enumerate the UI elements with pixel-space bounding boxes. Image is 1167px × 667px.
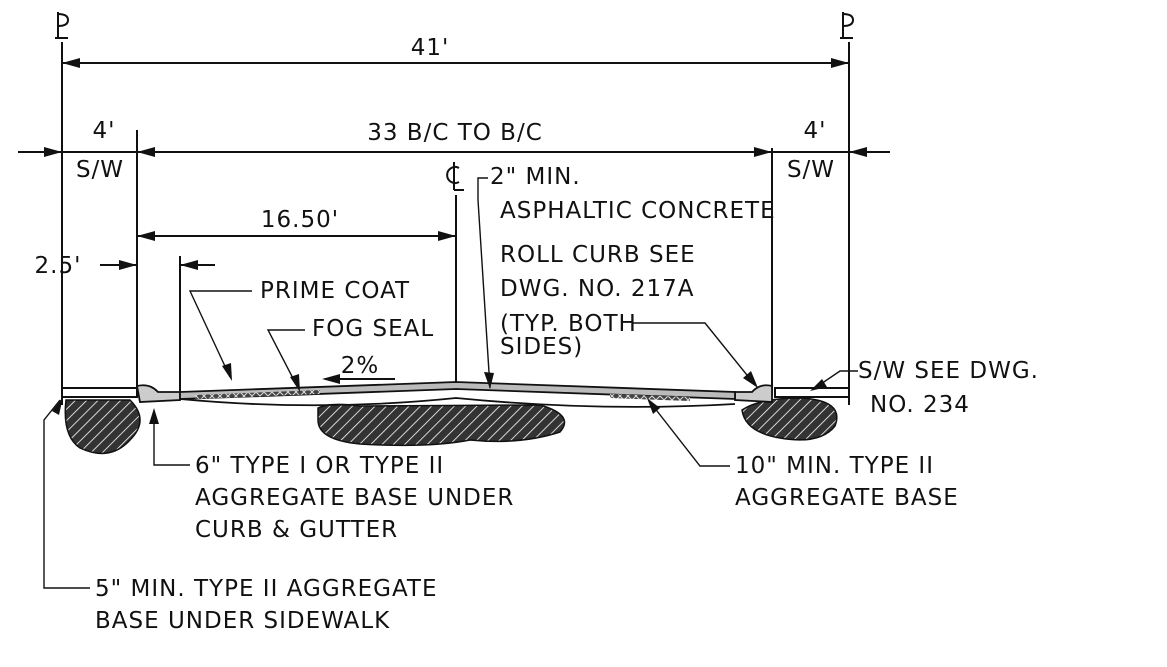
roll-curb-left xyxy=(135,384,181,403)
sidewalk-left-width-label: 4' xyxy=(93,118,116,144)
roll-curb-leader-arrow xyxy=(743,371,758,388)
overall-width-label: 41' xyxy=(411,35,450,61)
prime-coat-label: PRIME COAT xyxy=(260,278,410,304)
fog-seal-leader xyxy=(266,329,305,389)
gutter-width-label: 2.5' xyxy=(35,253,82,279)
roll-curb-right xyxy=(734,384,773,403)
road-base-label-line2: AGGREGATE BASE xyxy=(735,485,959,511)
cross-slope-label: 2% xyxy=(341,353,380,379)
roll-curb-leader xyxy=(633,322,756,386)
prime-coat-leader-arrow xyxy=(222,363,232,381)
fog-seal-strip-left xyxy=(195,390,320,399)
curb-base-leader-arrow xyxy=(149,408,159,424)
roll-curb-label-line2: DWG. NO. 217A xyxy=(500,276,695,302)
sidewalk-left-label: S/W xyxy=(76,157,124,183)
soil-center xyxy=(317,403,566,447)
sidewalk-left-slab xyxy=(61,387,138,398)
sidewalk-right-slab xyxy=(774,387,850,398)
cross-slope-arrow: 2% xyxy=(322,353,395,384)
fog-seal-leader-arrow xyxy=(290,374,300,392)
roll-curb-label-line3: (TYP. BOTH xyxy=(500,311,637,337)
back-of-curb-label: 33 B/C TO B/C xyxy=(367,120,543,146)
curb-base-leader xyxy=(153,412,190,466)
half-width-dimension: 16.50' xyxy=(137,207,456,241)
asphalt-label-line1: 2" MIN. xyxy=(490,164,581,190)
curb-base-label-line3: CURB & GUTTER xyxy=(195,517,398,543)
soil-left xyxy=(64,399,141,455)
sidewalk-base-label-line1: 5" MIN. TYPE II AGGREGATE xyxy=(95,576,438,602)
soil-right xyxy=(741,397,838,441)
road-base-leader xyxy=(649,401,730,467)
prime-coat-leader xyxy=(188,290,252,378)
road-base-label-line1: 10" MIN. TYPE II xyxy=(735,453,934,479)
sidewalk-ref-leader-arrow xyxy=(810,379,827,391)
sidewalk-ref-label-line2: NO. 234 xyxy=(870,392,970,418)
road-base-leader-arrow xyxy=(647,398,660,414)
asphalt-leader-arrow xyxy=(484,372,494,389)
half-width-label: 16.50' xyxy=(261,207,339,233)
sidewalk-base-leader xyxy=(43,399,90,589)
sidewalk-right-width-label: 4' xyxy=(804,118,827,144)
overall-width-dimension: 41' xyxy=(62,35,849,68)
fog-seal-label: FOG SEAL xyxy=(312,316,434,342)
asphalt-label-line2: ASPHALTIC CONCRETE xyxy=(500,198,776,224)
curb-base-label-line2: AGGREGATE BASE UNDER xyxy=(195,485,514,511)
property-line-left-symbol xyxy=(55,12,70,39)
aggregate-base-layer xyxy=(179,397,736,408)
curb-base-label-line1: 6" TYPE I OR TYPE II xyxy=(195,453,444,479)
centerline-symbol xyxy=(446,162,464,191)
sidewalk-right-label: S/W xyxy=(787,157,835,183)
sidewalk-base-leader-arrow xyxy=(52,397,63,415)
sidewalk-ref-label-line1: S/W SEE DWG. xyxy=(858,358,1039,384)
asphalt-leader xyxy=(477,177,491,389)
property-line-right-symbol xyxy=(840,12,855,39)
roll-curb-label-line4: SIDES) xyxy=(500,334,583,360)
fog-seal-strip-right xyxy=(610,394,690,401)
back-of-curb-dimension: 4' 33 B/C TO B/C 4' S/W S/W xyxy=(18,118,890,395)
sidewalk-base-label-line2: BASE UNDER SIDEWALK xyxy=(95,608,390,634)
gutter-dimension: 2.5' xyxy=(35,253,215,392)
roll-curb-label-line1: ROLL CURB SEE xyxy=(500,242,696,268)
